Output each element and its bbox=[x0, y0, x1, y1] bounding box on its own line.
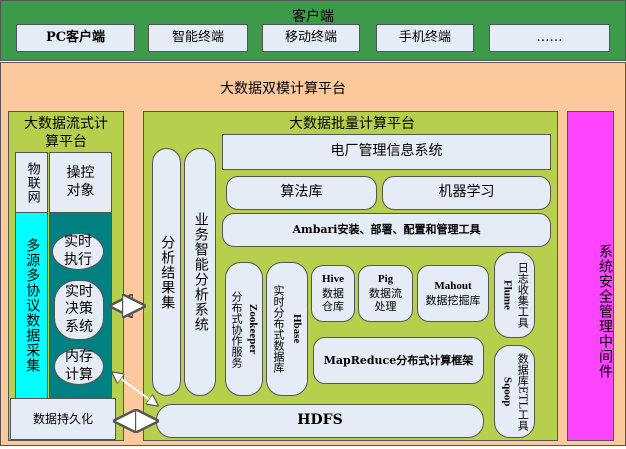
multi-source-collect: 多源多协议数据采集 bbox=[15, 212, 48, 399]
decision-3: 系统 bbox=[65, 318, 93, 335]
flume-en: Flume bbox=[501, 280, 514, 310]
sqoop-en: Sqoop bbox=[501, 376, 514, 407]
client-title: 客户端 bbox=[292, 9, 334, 25]
bi-system: 业务智能分析系统 bbox=[184, 148, 216, 396]
memory-1: 内存 bbox=[65, 349, 93, 365]
hive-cn-1: 数据 bbox=[322, 286, 344, 300]
memory-compute: 内存计算 bbox=[54, 348, 104, 385]
platform-title: 大数据双模计算平台 bbox=[220, 81, 346, 97]
data-persistence: 数据持久化 bbox=[10, 398, 116, 440]
hive-cn-2: 仓库 bbox=[322, 300, 344, 314]
stream-title-1: 大数据流式计 bbox=[24, 116, 108, 132]
zookeeper-en: Zookeeper bbox=[246, 303, 259, 355]
mis-box: 电厂管理信息系统 bbox=[222, 134, 551, 170]
zookeeper-cn: 分布式协作服务 bbox=[230, 290, 243, 368]
machine-learning: 机器学习 bbox=[382, 176, 551, 210]
arrow-memory-hdfs bbox=[113, 373, 157, 405]
memory-2: 计算 bbox=[65, 366, 93, 383]
realtime-exec: 实时执行 bbox=[52, 233, 104, 270]
sqoop-cn: 数据库ETL工具 bbox=[516, 352, 530, 431]
realtime-exec-2: 执行 bbox=[64, 251, 92, 268]
control-object-box: 操控对象 bbox=[49, 152, 112, 213]
iot-box: 物联网 bbox=[15, 152, 48, 213]
realtime-exec-1: 实时 bbox=[64, 234, 92, 250]
hbase-en: Hbase bbox=[290, 314, 303, 344]
batch-title: 大数据批量计算平台 bbox=[289, 116, 415, 132]
analysis-result-set: 分析结果集 bbox=[152, 148, 181, 396]
client-pc[interactable]: PC客户端 bbox=[16, 24, 135, 52]
client-phone-terminal[interactable]: 手机终端 bbox=[376, 24, 474, 52]
decision-1: 实时 bbox=[65, 283, 93, 300]
realtime-decision: 实时决策系统 bbox=[54, 280, 104, 340]
security-middleware: 系统安全管理中间件 bbox=[567, 111, 614, 441]
algorithm-lib: 算法库 bbox=[226, 176, 377, 210]
mapreduce-box: MapReduce分布式计算框架 bbox=[313, 337, 484, 384]
stream-title-2: 算平台 bbox=[45, 134, 87, 150]
ambari-box: Ambari安装、部署、配置和管理工具 bbox=[222, 213, 551, 247]
hbase-cn: 实时分布式数据库 bbox=[272, 285, 285, 373]
client-smart-terminal[interactable]: 智能终端 bbox=[148, 24, 248, 52]
client-more[interactable]: …… bbox=[489, 24, 610, 52]
pig-en: Pig bbox=[377, 272, 394, 285]
decision-2: 决策 bbox=[65, 301, 93, 318]
hive-en: Hive bbox=[322, 272, 344, 285]
mahout-en: Mahout bbox=[434, 279, 472, 292]
flume-cn: 日志收集工具 bbox=[516, 262, 530, 328]
pig-cn-2: 处理 bbox=[374, 300, 397, 314]
hbase-box: Hbase 实时分布式数据库 bbox=[266, 262, 308, 396]
client-mobile-terminal[interactable]: 移动终端 bbox=[262, 24, 360, 52]
pig-cn-1: 数据流 bbox=[369, 286, 402, 300]
mahout-cn: 数据挖掘库 bbox=[425, 293, 481, 307]
